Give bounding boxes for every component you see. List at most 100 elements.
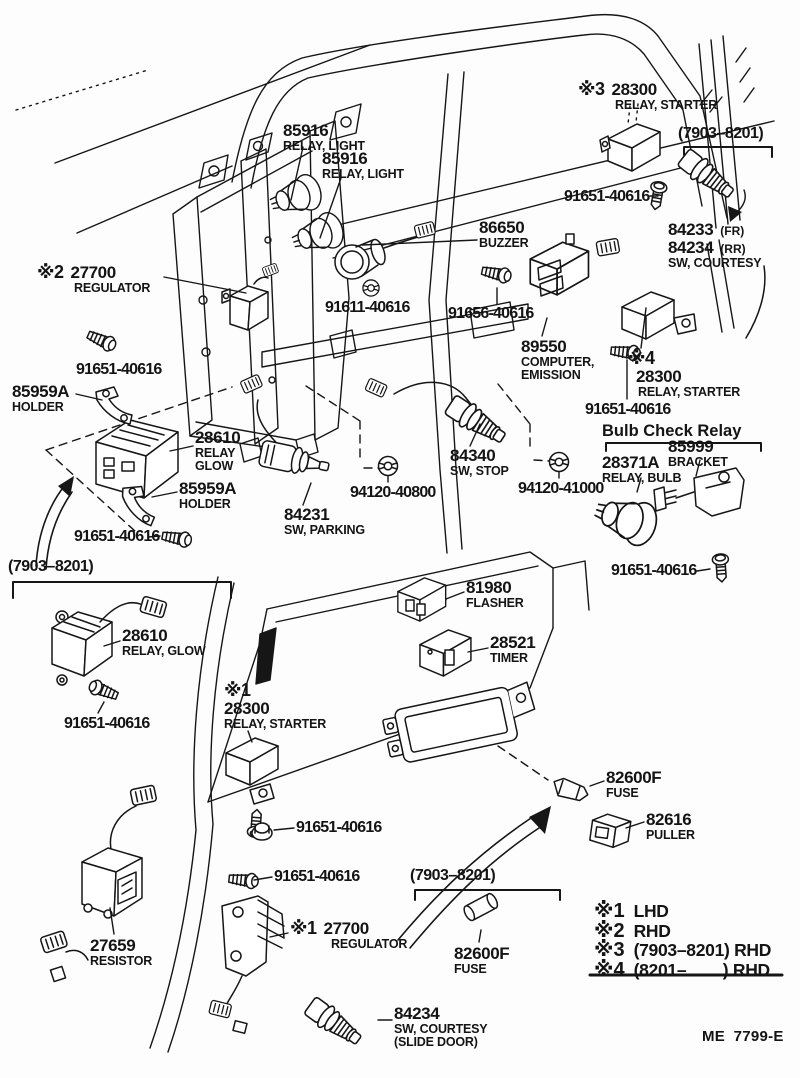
legend-text: LHD xyxy=(633,901,669,921)
part-desc: RELAY, GLOW xyxy=(122,644,206,659)
part-desc: FLASHER xyxy=(466,596,524,611)
ref-mark: ※4 xyxy=(628,348,655,368)
part-number: 28521 xyxy=(490,633,536,652)
part-desc: TIMER xyxy=(490,651,528,666)
callout-courtesy-slide: 84234 SW, COURTESY (SLIDE DOOR) xyxy=(394,1004,488,1050)
ref-mark: ※1 xyxy=(290,918,317,938)
callout-holder-top: 85959A HOLDER xyxy=(12,382,70,414)
part-desc: SW, STOP xyxy=(450,464,509,479)
part-number: 28300 xyxy=(224,699,270,719)
legend-row: ※4 (8201– ) RHD xyxy=(594,957,771,981)
arrows xyxy=(35,206,742,949)
callout-fuse-top: 82600F FUSE xyxy=(606,768,662,801)
callout-holder-bottom: 85959A HOLDER xyxy=(179,479,237,512)
courtesy-wire-art xyxy=(745,265,766,339)
nut-art-mid xyxy=(251,822,273,841)
group-title-bulb-check-relay: Bulb Check Relay xyxy=(602,422,742,440)
screw-art-glow xyxy=(86,677,121,704)
holder-top-art xyxy=(95,386,133,425)
part-number: 84233 xyxy=(668,220,714,239)
part-desc: RELAY, STARTER xyxy=(224,717,327,732)
part-number: 84234 xyxy=(668,238,714,258)
part-desc: FUSE xyxy=(606,786,639,801)
bulb-relay-art xyxy=(589,488,663,551)
callout-light-relay-2: 85916 RELAY, LIGHT xyxy=(322,149,404,181)
part-desc: PULLER xyxy=(646,828,695,843)
callout-glow-relay-bottom: 28610 RELAY, GLOW xyxy=(122,626,206,659)
callout-buzzer: 86650 BUZZER xyxy=(479,218,529,251)
part-desc: COMPUTER, xyxy=(521,355,595,370)
part-number: 84340 xyxy=(450,446,496,465)
puller-art xyxy=(589,813,632,849)
part-desc: FUSE xyxy=(454,962,487,977)
screw-art-top-left xyxy=(84,326,119,355)
part-number: 27659 xyxy=(90,936,136,955)
grommet-91611-art xyxy=(362,279,380,297)
part-desc: HOLDER xyxy=(179,497,231,512)
callout-range-bottom: (7903–8201) xyxy=(410,867,496,884)
legend-mark: ※2 xyxy=(594,919,625,942)
callout-resistor: 27659 RESISTOR xyxy=(90,936,153,969)
callout-bulb-relay: 28371A RELAY, BULB xyxy=(602,453,682,486)
part-desc: SW, PARKING xyxy=(284,523,365,538)
part-number: 85959A xyxy=(12,382,70,401)
part-number: 85916 xyxy=(283,121,329,140)
legend-mark: ※3 xyxy=(594,939,625,961)
legend-text: (8201– ) RHD xyxy=(633,959,771,980)
part-desc: BUZZER xyxy=(479,236,529,251)
part-number: 82600F xyxy=(606,768,662,787)
part-desc: REGULATOR xyxy=(74,281,151,296)
radio-slot-art xyxy=(382,681,536,763)
callout-timer: 28521 TIMER xyxy=(490,633,536,666)
ref-mark: ※2 xyxy=(37,262,64,282)
part-desc: RELAY, STARTER xyxy=(615,98,718,113)
callout-range-left: (7903–8201) xyxy=(8,558,94,575)
callout-light-relay-1: 85916 RELAY, LIGHT xyxy=(283,121,365,153)
ref-mark: ※3 xyxy=(578,79,605,99)
timer-art xyxy=(419,629,472,677)
part-desc: BRACKET xyxy=(668,455,728,470)
part-desc: RELAY, BULB xyxy=(602,471,682,486)
part-desc: SW, COURTESY xyxy=(394,1022,488,1037)
drawing-code: ME 7799-E xyxy=(702,1028,784,1045)
callout-grommet-41000: 94120-41000 xyxy=(518,480,604,497)
glow-relay-top-art xyxy=(95,419,179,499)
callout-range-top: (7903–8201) xyxy=(678,125,764,142)
callout-screw-bulb: 91651-40616 xyxy=(611,562,697,579)
callout-grommet-40800: 94120-40800 xyxy=(350,484,436,501)
ref-mark: ※1 xyxy=(224,680,251,700)
bracket-85999-art xyxy=(653,467,745,517)
grommet-41000-art xyxy=(548,451,570,473)
callout-computer: 89550 COMPUTER, EMISSION xyxy=(521,337,595,383)
part-number: 84234 xyxy=(394,1004,440,1023)
callout-screw-low: 91651-40616 xyxy=(274,868,360,885)
part-number: 28300 xyxy=(636,367,682,387)
part-number: 85999 xyxy=(668,437,714,456)
callout-screw-holder: 91651-40616 xyxy=(74,528,160,545)
part-number: 89550 xyxy=(521,337,567,356)
small-connector-art xyxy=(595,237,621,257)
part-number: 84231 xyxy=(284,505,330,524)
legend: ※1 LHD ※2 RHD ※3 (7903–8201) RHD ※4 (820… xyxy=(594,898,772,981)
part-number: 82616 xyxy=(646,810,692,829)
computer-89550-art xyxy=(529,233,590,297)
screw-art-holder xyxy=(160,527,194,549)
legend-text: (7903–8201) RHD xyxy=(633,940,772,960)
starter-relay-3-art xyxy=(599,123,661,172)
part-desc: SW, COURTESY xyxy=(668,256,762,271)
fuse-bottom-art xyxy=(463,892,499,922)
screw-art-bulb xyxy=(711,552,731,584)
legend-row: ※2 RHD xyxy=(594,918,771,942)
flasher-art xyxy=(397,577,447,622)
part-desc: RESISTOR xyxy=(90,954,153,969)
part-number: 82600F xyxy=(454,944,510,963)
legend-text: RHD xyxy=(633,920,671,941)
callout-screw-91611: 91611-40616 xyxy=(325,299,410,316)
grommet-40800-art xyxy=(377,455,399,477)
part-suffix: (FR) xyxy=(720,224,745,238)
legend-mark: ※4 xyxy=(594,958,625,981)
part-number: 28610 xyxy=(195,428,241,447)
glow-relay-bottom-art xyxy=(51,595,168,686)
stop-switch-art xyxy=(364,377,511,451)
